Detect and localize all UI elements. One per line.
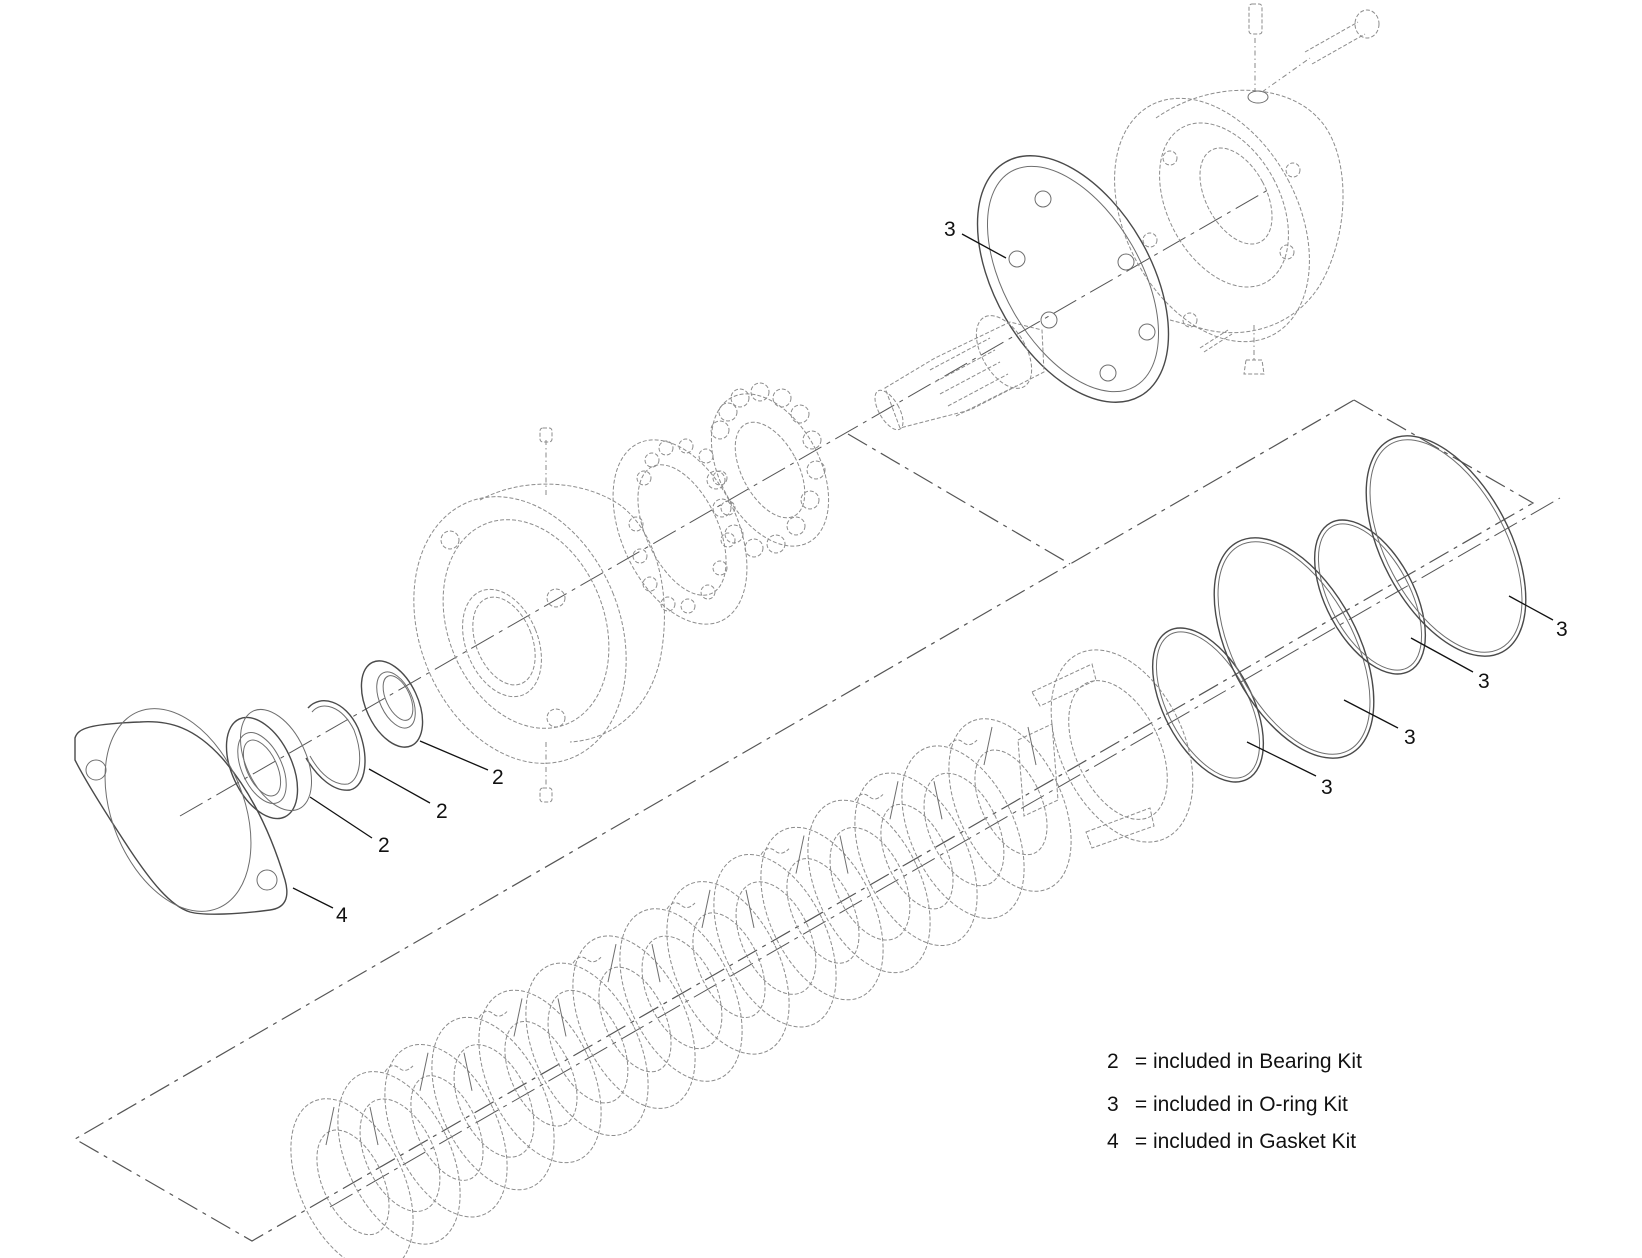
legend-item-bearing-kit: 2 = included in Bearing Kit — [1107, 1050, 1362, 1074]
leader-line — [1343, 699, 1399, 729]
legend-equals: = — [1134, 1093, 1148, 1116]
spring-retainer-plate — [612, 438, 748, 625]
subassembly-phantom-boundary — [73, 399, 1535, 1242]
legend-item-gasket-kit: 4 = included in Gasket Kit — [1107, 1130, 1356, 1154]
separator-plate — [807, 793, 931, 974]
upper-centerline — [179, 189, 1269, 817]
callout-number: 4 — [336, 904, 348, 927]
friction-disc — [290, 1098, 414, 1258]
callout-c-oring-4: 3 — [1246, 741, 1333, 799]
callout-c-flange-gasket: 4 — [292, 887, 348, 927]
o-ring-outer — [1365, 435, 1527, 657]
callouts: 3 2 2 2 4 3 3 3 3 — [292, 218, 1568, 927]
callout-number: 3 — [944, 218, 956, 241]
bearing — [225, 708, 312, 820]
friction-disc — [854, 772, 978, 947]
flange-gasket — [74, 708, 288, 915]
callout-c-gasket-housing: 3 — [944, 218, 1007, 259]
callout-number: 2 — [436, 800, 448, 823]
legend-number: 2 — [1107, 1050, 1119, 1073]
o-ring-small — [1151, 627, 1265, 783]
lower-centerline — [329, 497, 1561, 1208]
callout-number: 2 — [378, 834, 390, 857]
leader-line — [1410, 637, 1474, 673]
bearing-seal — [360, 660, 424, 748]
friction-disc — [478, 989, 602, 1164]
housing-gasket — [976, 155, 1170, 403]
legend-number: 3 — [1107, 1093, 1119, 1116]
rear-housing — [1114, 3, 1380, 375]
callout-c-oring-3: 3 — [1343, 699, 1416, 749]
splined-shaft — [874, 315, 1045, 431]
friction-disc — [572, 935, 696, 1109]
leader-line — [1246, 741, 1317, 777]
disc-stack — [290, 718, 1072, 1258]
separator-plate — [431, 1010, 555, 1191]
leader-line — [1508, 595, 1554, 621]
legend-text: included in O-ring Kit — [1152, 1093, 1348, 1116]
callout-c-snap-ring: 2 — [368, 768, 448, 823]
separator-plate — [713, 847, 837, 1028]
o-ring-medium — [1313, 519, 1427, 675]
legend-number: 4 — [1107, 1130, 1119, 1153]
friction-disc — [760, 826, 884, 1001]
callout-number: 3 — [1404, 726, 1416, 749]
callout-c-bearing: 2 — [309, 796, 390, 857]
piston — [1017, 649, 1194, 849]
o-ring-large — [1213, 537, 1375, 759]
callout-c-oring-1: 3 — [1508, 595, 1568, 641]
brake-housing — [413, 427, 665, 803]
callout-number: 2 — [492, 766, 504, 789]
separator-plate — [337, 1065, 461, 1245]
leader-line — [309, 796, 373, 839]
leader-line — [961, 233, 1007, 259]
separator-plate — [525, 956, 649, 1137]
leader-line — [292, 887, 334, 909]
legend-item-oring-kit: 3 = included in O-ring Kit — [1107, 1093, 1348, 1117]
spring-pack — [706, 382, 830, 558]
callout-number: 3 — [1321, 776, 1333, 799]
leader-line — [368, 768, 431, 804]
callout-number: 3 — [1478, 670, 1490, 693]
callout-c-bearing-seal: 2 — [419, 740, 504, 789]
callout-c-oring-2: 3 — [1410, 637, 1490, 693]
leader-line — [419, 740, 489, 771]
snap-ring — [305, 700, 366, 791]
callout-number: 3 — [1556, 618, 1568, 641]
legend-text: included in Gasket Kit — [1152, 1130, 1357, 1153]
legend-equals: = — [1134, 1050, 1148, 1073]
legend-equals: = — [1134, 1130, 1148, 1153]
friction-disc — [384, 1043, 508, 1218]
friction-disc — [666, 881, 790, 1055]
friction-disc — [948, 718, 1072, 892]
separator-plate — [619, 902, 743, 1082]
separator-plate — [901, 739, 1025, 919]
legend-text: included in Bearing Kit — [1152, 1050, 1362, 1073]
